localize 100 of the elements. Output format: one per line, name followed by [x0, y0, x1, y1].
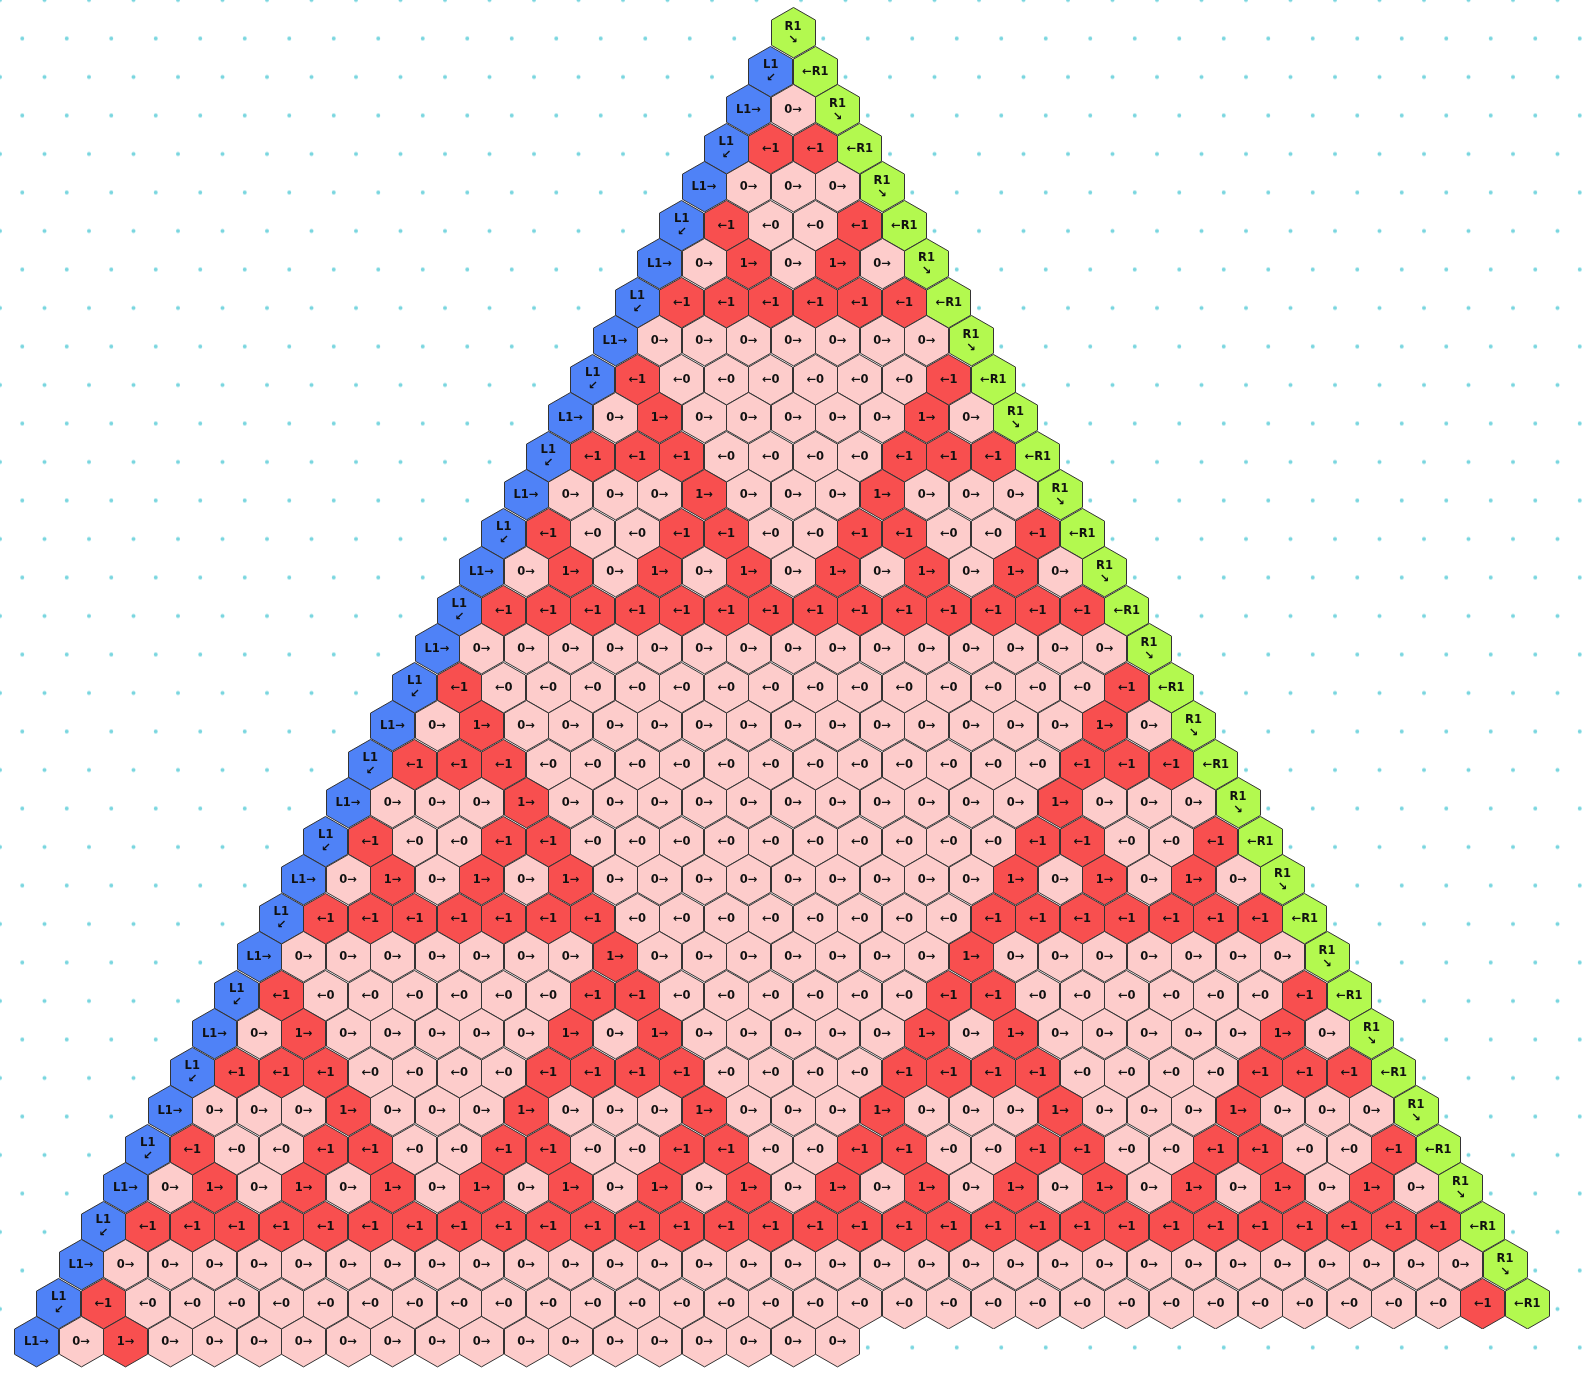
hex-cell: ←0	[970, 661, 1016, 714]
hex-cell: ←1	[481, 1200, 527, 1253]
hex-cell: 0→	[1438, 1239, 1483, 1291]
hex-cell: ←0	[792, 199, 838, 252]
hex-cell: 0→	[904, 854, 949, 906]
hex-cell: 1→	[370, 854, 415, 906]
hex-cell: L1 ↙	[525, 430, 571, 483]
hex-cell: ←1	[837, 276, 883, 329]
hex-cell: 0→	[1126, 931, 1172, 983]
hex-cell: ←0	[837, 353, 883, 406]
hex-cell: 0→	[681, 1316, 727, 1368]
hex-cell: ←1	[970, 1200, 1016, 1253]
hex-cell: 0→	[681, 700, 727, 752]
hex-cell: 0→	[1037, 1162, 1083, 1214]
hex-cell: ←1	[1059, 892, 1105, 945]
hex-cell: ←1	[1104, 738, 1150, 791]
hex-cell: 0→	[1171, 931, 1216, 983]
hex-cell: ←0	[703, 969, 749, 1022]
hex-cell: ←0	[926, 815, 972, 868]
hex-cell: ←1	[703, 1123, 749, 1176]
hex-cell: 0→	[503, 700, 549, 752]
hex-cell: 0→	[236, 1162, 282, 1214]
hex-cell: ←0	[881, 892, 927, 945]
hex-cell: L1→	[103, 1162, 148, 1214]
hex-cell: 0→	[859, 700, 905, 752]
hex-cell: 0→	[236, 1316, 282, 1368]
hex-cell: 0→	[503, 1316, 549, 1368]
hex-cell: ←R1	[1371, 1046, 1417, 1099]
hex-cell: 0→	[948, 469, 994, 521]
hex-cell: 0→	[770, 854, 816, 906]
hex-cell: R1 ↘	[1349, 1008, 1394, 1060]
hex-cell: 0→	[815, 1085, 860, 1137]
hex-cell: R1 ↘	[1393, 1085, 1439, 1137]
hex-cell: L1→	[681, 161, 727, 213]
hex-cell: ←0	[1104, 1046, 1150, 1099]
hex-cell: ←0	[614, 892, 660, 945]
hex-cell: ←0	[481, 1277, 527, 1330]
hex-cell: 0→	[414, 1085, 460, 1137]
hex-cell: 1→	[1171, 854, 1216, 906]
hex-cell: L1 ↙	[659, 199, 705, 252]
hex-cell: ←1	[1015, 1200, 1061, 1253]
hex-cell: 1→	[1349, 1162, 1394, 1214]
hex-cell: ←R1	[1326, 969, 1372, 1022]
hex-cell: ←1	[169, 1123, 215, 1176]
hex-cell: ←0	[258, 1277, 304, 1330]
hex-cell: ←1	[837, 199, 883, 252]
hex-cell: 0→	[770, 1239, 816, 1291]
hex-cell: ←0	[1148, 815, 1194, 868]
hex-cell: 0→	[815, 1316, 860, 1368]
hex-cell: ←1	[703, 199, 749, 252]
hex-cell: ←R1	[1148, 661, 1194, 714]
hex-cell: ←0	[926, 507, 972, 560]
hex-cell: L1→	[637, 238, 682, 290]
hex-cell: 1→	[815, 238, 860, 290]
hex-cell: ←0	[303, 969, 349, 1022]
hex-cell: 1→	[548, 546, 593, 598]
hex-cell: ←1	[748, 1200, 794, 1253]
hex-cell: ←0	[614, 661, 660, 714]
hex-cell: 0→	[236, 1085, 282, 1137]
hex-cell: ←1	[926, 353, 972, 406]
hex-cell: ←0	[748, 353, 794, 406]
hex-cell: ←1	[1282, 969, 1328, 1022]
hex-cell: 0→	[548, 1239, 593, 1291]
hex-cell: 0→	[815, 854, 860, 906]
hex-cell: 0→	[414, 1008, 460, 1060]
hex-cell: 0→	[993, 931, 1038, 983]
hex-cell: 0→	[1037, 1008, 1083, 1060]
hex-cell: ←1	[970, 584, 1016, 637]
hex-cell: ←1	[570, 969, 616, 1022]
hex-cell: 0→	[459, 1008, 504, 1060]
hex-cell: ←0	[970, 507, 1016, 560]
hex-cell: L1→	[548, 392, 593, 444]
hex-cell: R1 ↘	[770, 7, 816, 59]
hex-cell: ←0	[525, 661, 571, 714]
hex-cell: ←1	[525, 584, 571, 637]
hex-cell: ←1	[837, 1123, 883, 1176]
hex-cell: 0→	[147, 1162, 193, 1214]
hex-cell: 0→	[592, 777, 638, 829]
hex-cell: 0→	[904, 469, 949, 521]
hex-cell: 1→	[726, 238, 771, 290]
hex-cell: ←1	[659, 507, 705, 560]
hex-cell: 1→	[503, 1085, 549, 1137]
hex-cell: ←1	[570, 584, 616, 637]
hex-cell: ←0	[926, 1123, 972, 1176]
hex-cell: ←1	[703, 276, 749, 329]
hex-cell: ←0	[436, 1123, 482, 1176]
hex-cell: ←0	[214, 1277, 260, 1330]
hex-cell: 0→	[370, 1008, 415, 1060]
hex-cell: ←1	[659, 1200, 705, 1253]
hex-cell: 0→	[1304, 1162, 1350, 1214]
hex-cell: 0→	[58, 1316, 104, 1368]
hex-cell: 0→	[948, 1162, 994, 1214]
hex-cell: 0→	[770, 392, 816, 444]
hex-cell: ←0	[169, 1277, 215, 1330]
hex-cell: ←0	[436, 969, 482, 1022]
hex-cell: L1 ↙	[214, 969, 260, 1022]
hex-cell: 0→	[592, 623, 638, 675]
hex-cell: 0→	[770, 161, 816, 213]
hex-cell: ←0	[570, 815, 616, 868]
hex-cell: ←1	[303, 1123, 349, 1176]
